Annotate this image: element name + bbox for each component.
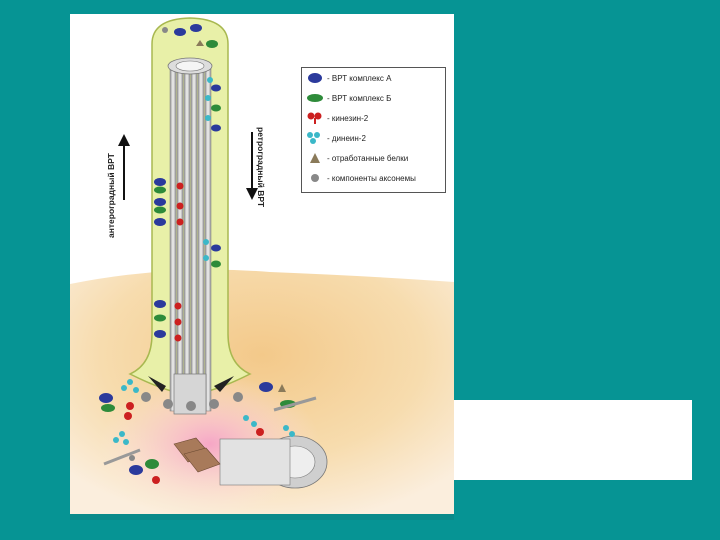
legend-label: - ВРТ комплекс А xyxy=(327,73,392,83)
cilium-diagram: антероградный ВРТ ретроградный ВРТ - ВРТ… xyxy=(70,14,454,514)
anterograde-arrow xyxy=(118,134,130,200)
blue-blob-icon xyxy=(308,73,322,83)
axoneme xyxy=(167,57,213,412)
anterograde-label: антероградный ВРТ xyxy=(106,153,116,238)
legend-label: - ВРТ комплекс Б xyxy=(327,93,392,103)
legend: - ВРТ комплекс А - ВРТ комплекс Б - кине… xyxy=(301,67,446,193)
green-blob-icon xyxy=(307,94,323,102)
grey-ball-icon xyxy=(311,174,319,182)
legend-item-dynein: - динеин-2 xyxy=(306,130,442,146)
retrograde-label: ретроградный ВРТ xyxy=(256,127,266,208)
red-kinesin-icon xyxy=(307,112,322,124)
legend-label: - компоненты аксонемы xyxy=(327,173,416,183)
legend-item-ift-complex-a: - ВРТ комплекс А xyxy=(306,70,442,86)
legend-item-ift-complex-b: - ВРТ комплекс Б xyxy=(306,90,442,106)
cyan-dynein-icon xyxy=(307,132,320,144)
legend-item-axoneme-components: - компоненты аксонемы xyxy=(306,170,442,186)
legend-label: - кинезин-2 xyxy=(327,113,369,123)
legend-item-spent-proteins: - отработанные белки xyxy=(306,150,442,166)
legend-item-kinesin: - кинезин-2 xyxy=(306,110,442,126)
legend-label: - динеин-2 xyxy=(327,133,366,143)
cilium-illustration xyxy=(70,17,454,514)
retrograde-arrow xyxy=(246,132,258,200)
slide-bottom-bar xyxy=(70,514,454,520)
ift-trains xyxy=(154,24,221,342)
basal-ift-pool xyxy=(99,379,317,484)
blank-panel xyxy=(454,400,692,480)
brown-triangle-icon xyxy=(310,153,320,163)
legend-label: - отработанные белки xyxy=(327,153,409,163)
basal-body xyxy=(173,373,328,489)
